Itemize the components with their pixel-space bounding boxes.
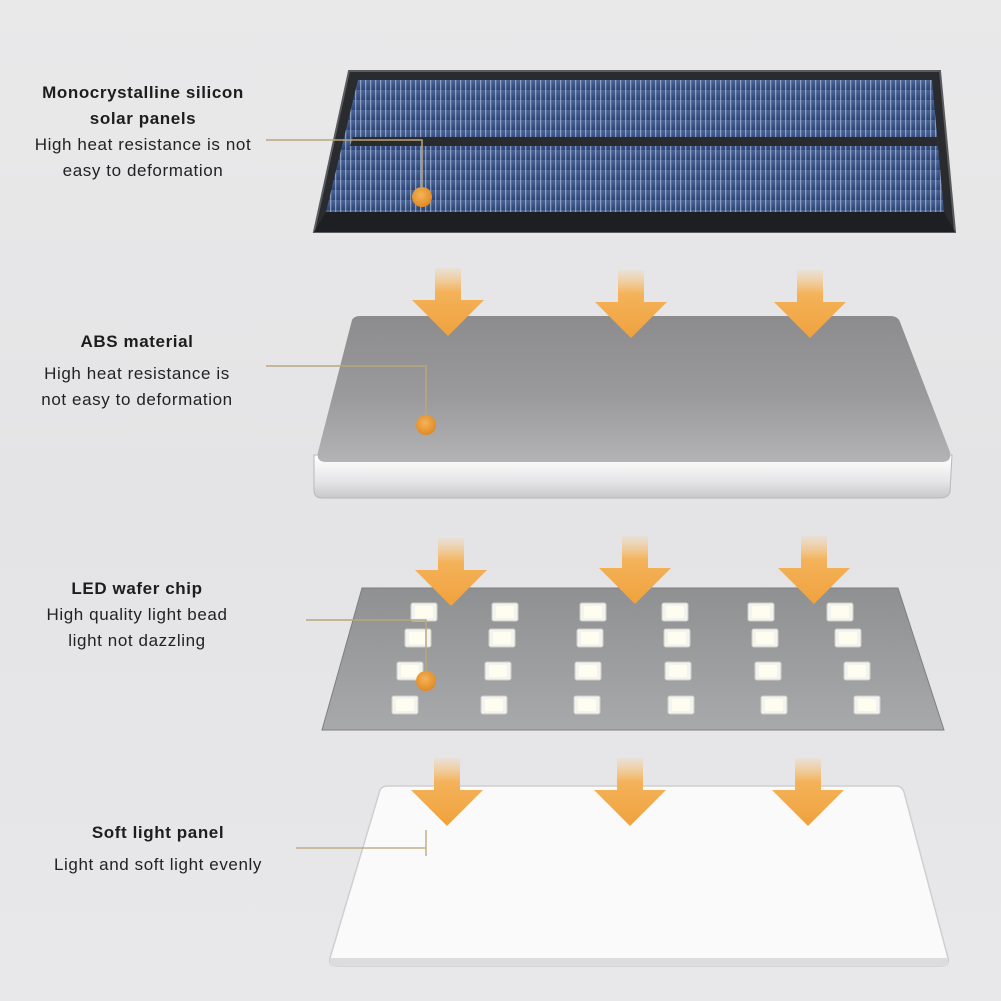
led-board-layer [321, 587, 945, 731]
abs-layer [313, 316, 953, 499]
layer-description: High heat resistance is [44, 364, 230, 383]
solar-panel-layer [312, 70, 957, 233]
layer-title: solar panels [89, 109, 197, 128]
layer-title: Monocrystalline silicon [42, 83, 244, 102]
layer-description: High heat resistance is not [34, 135, 252, 154]
layer-title: ABS material [80, 332, 194, 351]
layer-description: not easy to deformation [41, 390, 233, 409]
marker-dots [412, 187, 436, 691]
layer-title: LED wafer chip [71, 579, 203, 598]
layer-description: High quality light bead [46, 605, 228, 624]
layer-title: Soft light panel [91, 823, 225, 842]
label-soft-light-panel: Soft light panel Light and soft light ev… [30, 820, 286, 878]
leader-lines [266, 139, 427, 856]
layer-description: Light and soft light evenly [53, 855, 263, 874]
layer-description: light not dazzling [68, 631, 206, 650]
label-abs-material: ABS material High heat resistance is not… [14, 329, 260, 413]
label-solar-panels: Monocrystalline silicon solar panels Hig… [18, 80, 268, 184]
soft-light-panel-layer [328, 785, 950, 967]
layer-description: easy to deformation [62, 161, 224, 180]
label-led-chip: LED wafer chip High quality light bead l… [14, 576, 260, 654]
